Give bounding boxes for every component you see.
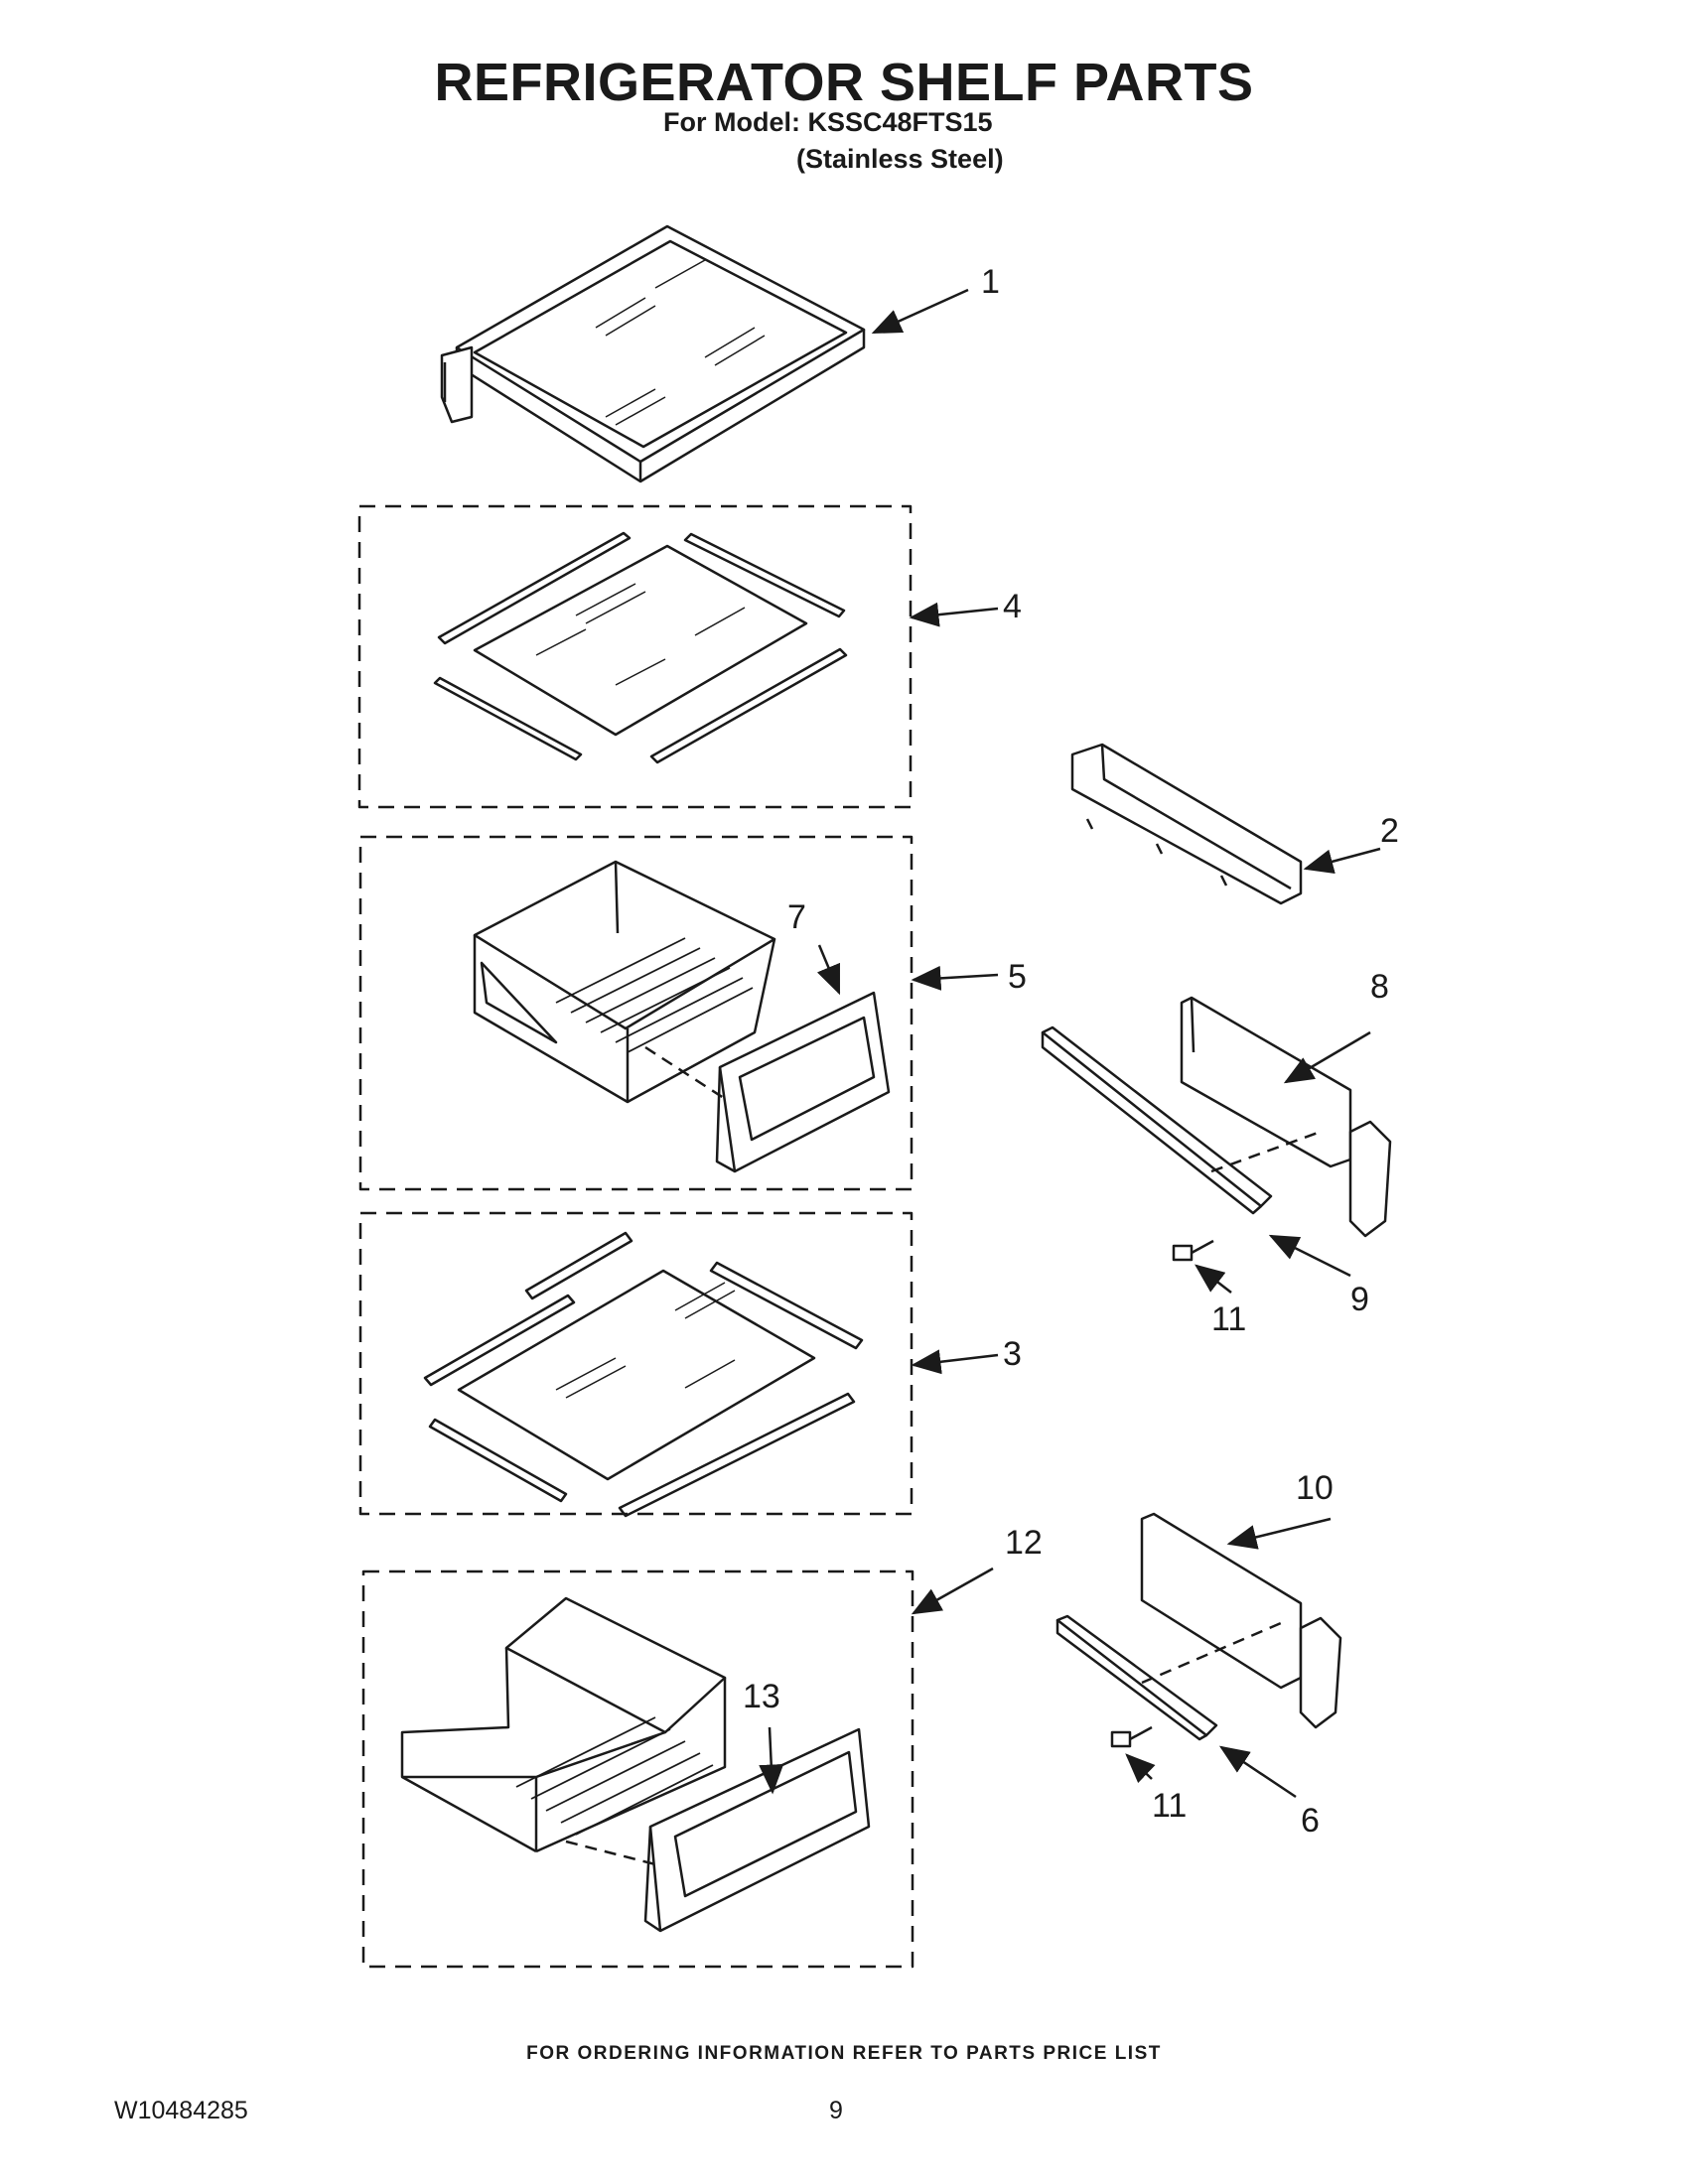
document-number: W10484285 <box>114 2097 248 2124</box>
deli-cover-part-13 <box>643 1727 871 1933</box>
finish-line: (Stainless Steel) <box>796 144 1004 174</box>
callout-11-upper: 11 <box>1211 1300 1246 1338</box>
callout-13: 13 <box>743 1678 780 1715</box>
crisper-drawer-part-5 <box>473 860 776 1104</box>
cover-bracket-part-8 <box>1180 996 1392 1238</box>
callout-5: 5 <box>1008 958 1027 996</box>
callout-1: 1 <box>981 263 1000 301</box>
callout-6: 6 <box>1301 1802 1320 1840</box>
shelf-assembly-part-1 <box>440 224 866 483</box>
part-5-group-box <box>358 835 914 1191</box>
page-title: REFRIGERATOR SHELF PARTS <box>434 53 1254 112</box>
callout-3: 3 <box>1003 1335 1022 1373</box>
ordering-note: FOR ORDERING INFORMATION REFER TO PARTS … <box>526 2043 1162 2064</box>
callout-11-lower: 11 <box>1152 1787 1187 1825</box>
slide-rail-part-9 <box>1041 1025 1322 1215</box>
page-number: 9 <box>829 2097 843 2124</box>
glass-shelf-kit-part-4 <box>433 531 848 764</box>
part-12-group-box <box>361 1570 914 1969</box>
slide-rail-part-6 <box>1055 1614 1282 1741</box>
callout-8: 8 <box>1370 968 1389 1006</box>
cover-bracket-part-10 <box>1140 1512 1342 1729</box>
screw-part-11-lower <box>1110 1725 1153 1748</box>
callout-7: 7 <box>787 898 806 936</box>
model-line: For Model: KSSC48FTS15 <box>663 107 993 137</box>
callout-10: 10 <box>1296 1469 1334 1507</box>
callout-9: 9 <box>1350 1281 1369 1318</box>
leader-arrows <box>759 288 1381 1799</box>
crisper-cover-part-7 <box>715 991 891 1173</box>
callout-4: 4 <box>1003 588 1022 625</box>
part-4-group-box <box>357 504 913 809</box>
part-3-group-box <box>358 1211 914 1516</box>
callout-2: 2 <box>1380 812 1399 850</box>
callout-12: 12 <box>1005 1524 1043 1562</box>
screw-part-11-upper <box>1172 1239 1214 1262</box>
drawer-rail-part-2 <box>1070 743 1303 905</box>
glass-shelf-kit-part-3 <box>423 1231 864 1518</box>
deli-drawer-part-12 <box>400 1596 727 1868</box>
